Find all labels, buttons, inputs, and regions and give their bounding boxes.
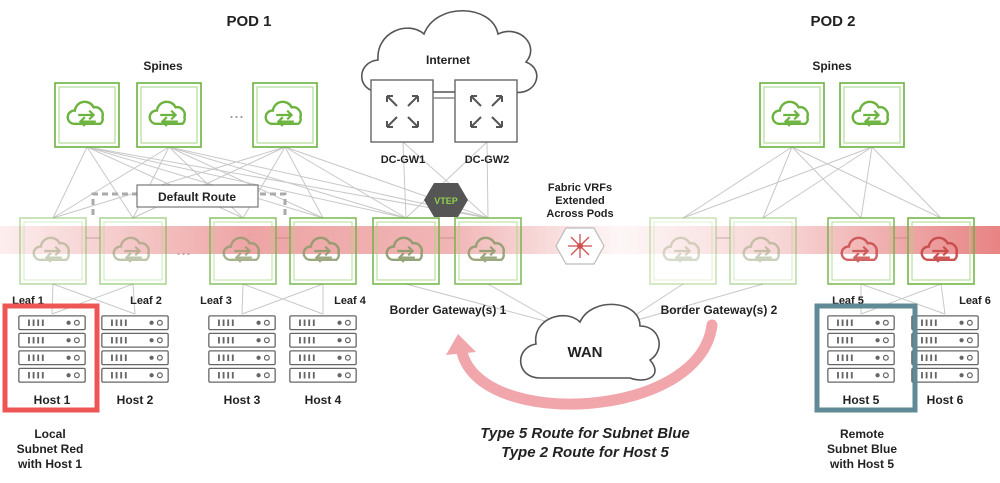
pod2-title: POD 2 (810, 13, 855, 30)
fabric-vrfs-line3: Across Pods (546, 208, 613, 220)
host-server-icon (827, 315, 895, 383)
route-line-2: Type 2 Route for Host 5 (501, 444, 669, 461)
leaf-switch-icon (19, 217, 87, 285)
fabric-vrfs-line2: Extended (555, 195, 605, 207)
vrf-hub-icon (555, 227, 605, 265)
vtep-label: VTEP (434, 196, 458, 206)
leaf-switch-icon (209, 217, 277, 285)
spine-switch-icon (136, 82, 202, 148)
dc-gw2-label: DC-GW2 (465, 154, 510, 166)
pod2-spines-label: Spines (812, 59, 852, 73)
default-route-box (136, 184, 259, 208)
remote-caption-2: Subnet Blue (827, 442, 897, 456)
leaf-switch-icon (729, 217, 797, 285)
dc-gw1-router-icon (370, 79, 434, 143)
leaf-switch-icon (289, 217, 357, 285)
pod1-title: POD 1 (226, 13, 271, 30)
route-line-1: Type 5 Route for Subnet Blue (480, 425, 689, 442)
host-label: Host 6 (927, 393, 964, 407)
fabric-vrfs-line1: Fabric VRFs (548, 182, 612, 194)
leaf-switch-icon (454, 217, 522, 285)
host-server-icon (289, 315, 357, 383)
pod1-leaf-ellipsis: ... (176, 239, 191, 259)
leaf-switch-icon (649, 217, 717, 285)
remote-caption-3: with Host 5 (829, 457, 894, 471)
internet-label: Internet (426, 53, 470, 67)
dc-gw2-router-icon (454, 79, 518, 143)
leaf-switch-icon (99, 217, 167, 285)
host-server-icon (18, 315, 86, 383)
leaf-switch-icon (907, 217, 975, 285)
host-label: Host 1 (34, 393, 71, 407)
local-caption-3: with Host 1 (17, 457, 82, 471)
wan-cloud (519, 303, 660, 381)
host-label: Host 5 (843, 393, 880, 407)
dc-gw1-label: DC-GW1 (381, 154, 426, 166)
vtep-hexagon: VTEP (424, 183, 468, 217)
host5-highlight-box (814, 303, 918, 413)
leaf-label: Leaf 3 (200, 295, 232, 307)
leaf-switch-icon (827, 217, 895, 285)
pod1-spines-label: Spines (143, 59, 183, 73)
spine-switch-icon (759, 82, 825, 148)
host-server-icon (101, 315, 169, 383)
pod1-spine-ellipsis: ... (229, 102, 244, 122)
local-caption-2: Subnet Red (17, 442, 84, 456)
host-server-icon (911, 315, 979, 383)
border-gateway-1-label: Border Gateway(s) 1 (390, 303, 507, 317)
subnet-red-band (0, 226, 1000, 254)
leaf-switches (19, 217, 975, 285)
host-label: Host 2 (117, 393, 154, 407)
leaf-label: Leaf 4 (334, 295, 367, 307)
host-server-icon (208, 315, 276, 383)
host-label: Host 4 (305, 393, 342, 407)
spine-switch-icon (252, 82, 318, 148)
spine-switches (54, 82, 905, 148)
spine-switch-icon (839, 82, 905, 148)
route-advertisement-arrow (456, 319, 718, 410)
remote-caption-1: Remote (840, 427, 884, 441)
leaf-label: Leaf 2 (130, 295, 162, 307)
leaf-switch-icon (372, 217, 440, 285)
spine-switch-icon (54, 82, 120, 148)
host-label: Host 3 (224, 393, 261, 407)
border-gateway-2-label: Border Gateway(s) 2 (661, 303, 778, 317)
hosts: Host 1 Host 2 Host 3 Host 4 Host 5 Host 6 (18, 315, 979, 407)
local-caption-1: Local (34, 427, 65, 441)
default-route-label: Default Route (158, 190, 236, 204)
wan-label: WAN (568, 344, 603, 361)
internet-cloud (361, 10, 538, 94)
host1-highlight-box (2, 303, 100, 413)
leaf-label: Leaf 6 (959, 295, 991, 307)
